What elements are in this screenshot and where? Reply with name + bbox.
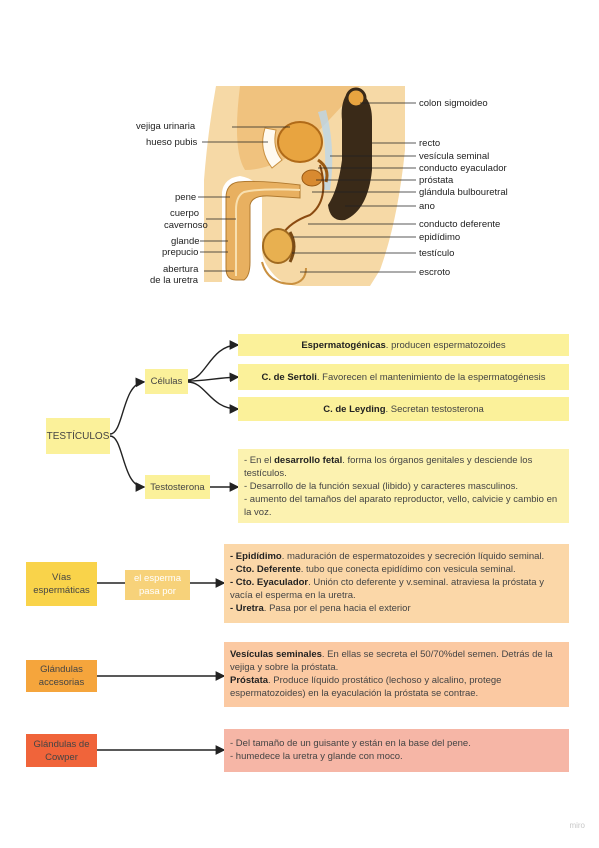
label-colon-sigmoideo: colon sigmoideo [419,98,488,109]
label-cuerpo: cuerpo [170,208,200,219]
testo-line-1: - En el desarrollo fetal. forma los órga… [244,455,533,479]
esperm-desc: . producen espermatozoides [385,339,506,351]
arrow-celulas-sertoli [187,372,240,383]
scrotum [261,261,307,286]
vas-deferens [281,164,325,236]
miro-watermark: miro [569,821,585,830]
label-recto: recto [419,138,441,149]
label-vejiga: vejiga urinaria [136,121,196,132]
sertoli-title: C. de Sertoli [261,371,317,383]
bladder [277,121,323,163]
cto-eya-line: - Cto. Eyaculador. Unión cto deferente y… [230,577,544,601]
label-cavernoso: cavernoso [164,220,208,231]
node-vias-connector: el esperma pasa por [125,570,190,600]
label-epididimo: epidídimo [419,232,461,243]
arrow-celulas-leyding [187,381,240,414]
label-glandula-bulbouretral: glándula bulbouretral [419,187,508,198]
label-vesicula-seminal: vesícula seminal [419,151,490,162]
label-prostata: próstata [419,175,454,186]
node-sertoli: C. de Sertoli. Favorecen el mantenimient… [238,364,569,390]
testo-line-2: - Desarrollo de la función sexual (libid… [244,481,519,492]
epidid-line: - Epidídimo. maduración de espermatozoid… [230,551,545,562]
leyding-title: C. de Leyding [323,403,386,415]
label-testiculo: testículo [419,248,455,259]
arrow-celulas-esperm [187,340,240,381]
testo-line-3: - aumento del tamaños del aparato reprod… [244,494,558,518]
arrow-testiculos-testosterona [109,435,146,492]
node-espermatogenicas: Espermatogénicas. producen espermatozoid… [238,334,569,356]
arrow-testiculos-celulas [109,377,146,435]
node-celulas: Células [145,369,188,394]
label-pene: pene [175,192,197,203]
leyding-desc: . Secretan testosterona [385,403,484,415]
node-vias: Vías espermáticas [26,562,97,606]
cto-def-line: - Cto. Deferente. tubo que conecta epidí… [230,564,516,575]
sertoli-desc: . Favorecen el mantenimiento de la esper… [316,371,546,383]
cowper-line-2: - humedece la uretra y glande con moco. [230,751,403,762]
node-testosterona-desc: - En el desarrollo fetal. forma los órga… [238,449,569,523]
penis [225,180,301,281]
node-cowper: Glándulas de Cowper [26,734,97,767]
node-testiculos: TESTÍCULOS [46,418,110,454]
pointer-lines [198,102,416,273]
prostata-line: Próstata. Produce líquido prostático (le… [230,675,502,699]
colon-sigmoid [345,87,367,109]
node-cowper-desc: - Del tamaño de un guisante y están en l… [224,729,569,772]
node-testosterona: Testosterona [145,475,210,499]
cowper-line-1: - Del tamaño de un guisante y están en l… [230,738,471,749]
label-escroto: escroto [419,267,451,278]
blue-membrane [318,110,333,190]
node-glandulas-desc: Vesículas seminales. En ellas se secreta… [224,642,569,707]
label-abertura: abertura [163,264,199,275]
anatomy-illustration [198,86,416,286]
label-prepucio: prepucio [162,247,199,258]
label-uretra: de la uretra [150,275,199,286]
testis [262,228,294,264]
label-hueso-pubis: hueso pubis [146,137,198,148]
epididymis [288,231,296,263]
prostate [301,169,323,187]
node-glandulas: Glándulas accesorias [26,660,97,692]
node-vias-desc: - Epidídimo. maduración de espermatozoid… [224,544,569,623]
esperm-title: Espermatogénicas [301,339,386,351]
vesiculas-line: Vesículas seminales. En ellas se secreta… [230,649,553,673]
label-ano: ano [419,201,435,212]
label-conducto-eyaculador: conducto eyaculador [419,163,507,174]
label-glande: glande [171,236,200,247]
node-leyding: C. de Leyding. Secretan testosterona [238,397,569,421]
uretra-line: - Uretra. Pasa por el pena hacia el exte… [230,603,411,614]
urethra [235,188,301,276]
label-conducto-deferente: conducto deferente [419,219,501,230]
rectum [328,90,372,221]
